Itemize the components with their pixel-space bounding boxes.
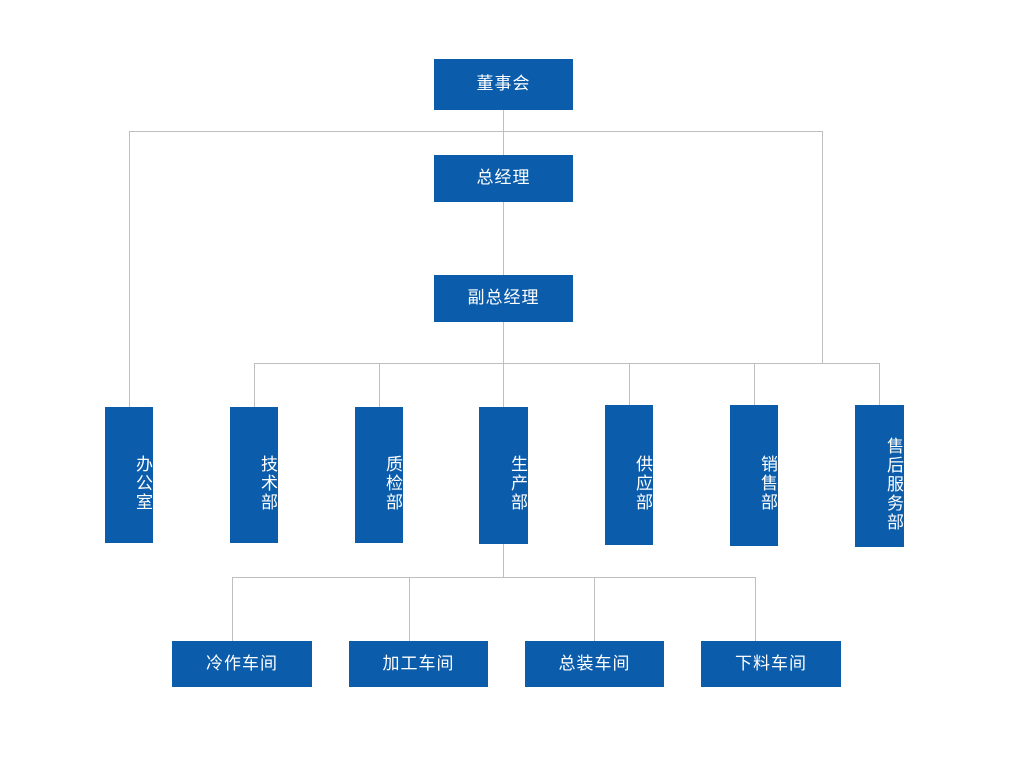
connector-drop-workshop-2 [409,577,410,641]
node-label: 销售部 [758,455,777,512]
connector-drop-dept-3 [379,363,380,407]
connector-drop-dept-5 [629,363,630,407]
connector-drop-workshop-4 [755,577,756,641]
node-label: 售后服务部 [884,436,903,532]
connector-drop-dept-6 [754,363,755,407]
connector-department-bus [254,363,880,364]
connector-drop-workshop-3 [594,577,595,641]
connector-top-bus-right-drop [822,131,823,363]
node-department-quality-inspection[interactable]: 质检部 [355,407,403,543]
connector-top-bus-left-drop [129,131,130,407]
connector-production-to-workshop-bus [503,544,504,577]
node-department-sales[interactable]: 销售部 [730,405,778,546]
node-deputy-general-manager[interactable]: 副总经理 [434,275,573,322]
node-general-manager[interactable]: 总经理 [434,155,573,202]
node-label: 质检部 [383,454,402,512]
connector-drop-dept-2 [254,363,255,407]
node-label: 冷作车间 [206,653,278,673]
connector-drop-workshop-1 [232,577,233,641]
connector-drop-dept-4 [503,363,504,407]
node-label: 供应部 [633,454,652,512]
node-department-supply[interactable]: 供应部 [605,405,653,545]
node-workshop-machining[interactable]: 加工车间 [349,641,488,687]
node-label: 下料车间 [735,653,807,673]
node-label: 总装车间 [558,653,631,673]
node-department-production[interactable]: 生产部 [479,407,528,544]
node-workshop-blanking[interactable]: 下料车间 [701,641,841,687]
node-label: 办公室 [133,454,152,512]
node-label: 生产部 [508,455,527,512]
connector-top-bus [129,131,823,132]
node-label: 副总经理 [467,288,540,308]
node-board-of-directors[interactable]: 董事会 [434,59,573,110]
node-label: 加工车间 [382,653,455,673]
node-workshop-final-assembly[interactable]: 总装车间 [525,641,664,687]
connector-gm-to-deputy [503,202,504,275]
node-label: 总经理 [476,168,531,188]
connector-board-to-gm [503,110,504,155]
node-department-after-sales-service[interactable]: 售后服务部 [855,405,904,547]
node-label: 技术部 [258,454,277,512]
connector-deputy-to-dept-bus [503,322,504,363]
node-workshop-cold-work[interactable]: 冷作车间 [172,641,312,687]
node-label: 董事会 [476,74,531,94]
node-department-office[interactable]: 办公室 [105,407,153,543]
node-department-technology[interactable]: 技术部 [230,407,278,543]
connector-workshop-bus [232,577,756,578]
connector-drop-dept-7 [879,363,880,407]
